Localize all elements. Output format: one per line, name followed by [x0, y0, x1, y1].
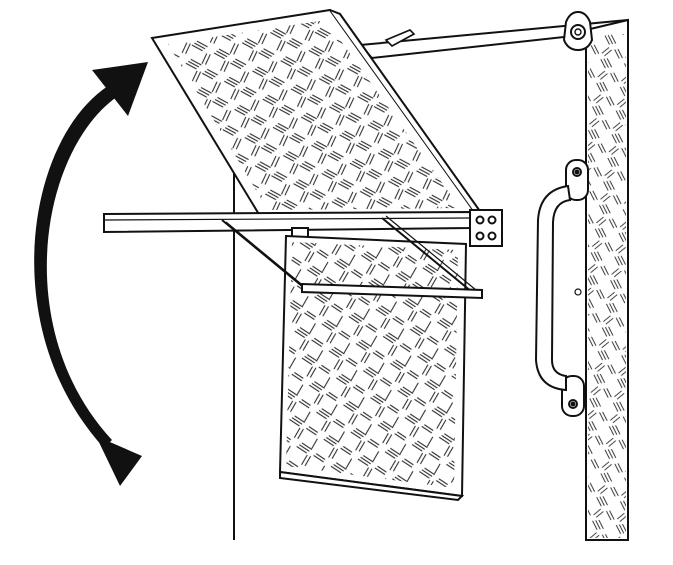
latch-icon: [384, 29, 416, 47]
corner-post-tread: [588, 34, 626, 538]
raised-panel-tread: [168, 20, 460, 210]
double-arrow-icon: [34, 62, 148, 486]
wire-bracket: [221, 215, 483, 300]
lowered-panel-tread: [286, 242, 458, 488]
vehicle-body: [233, 10, 629, 541]
handle-icon: [534, 159, 589, 417]
tie-down-ring-icon: [562, 10, 594, 52]
step-panel-lowered: [278, 234, 468, 502]
hinge-icon: [469, 209, 503, 247]
